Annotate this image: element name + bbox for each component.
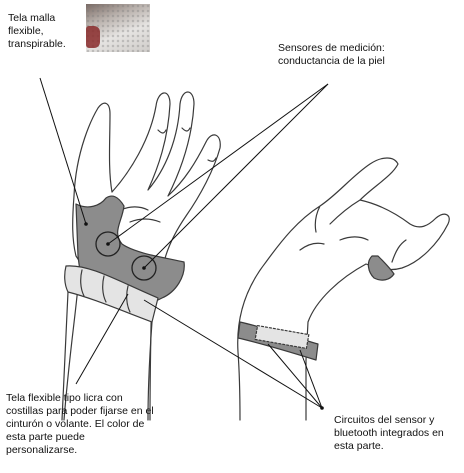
label-sensors-line-2: conductancia de la piel	[278, 55, 385, 68]
leader-dot-circuit	[320, 406, 324, 410]
label-band-line-5: personalizarse.	[6, 444, 154, 457]
label-mesh-line-1: Tela malla	[8, 12, 66, 25]
label-band: Tela flexible tipo licra con costillas p…	[6, 392, 154, 457]
label-band-line-3: cinturón o volante. El color de	[6, 418, 154, 431]
left-hand-creases	[120, 128, 216, 222]
label-circuits-line-3: esta parte.	[334, 440, 444, 453]
label-band-line-2: costillas para poder fijarse en el	[6, 405, 154, 418]
leader-band	[76, 294, 128, 384]
leader-dot-mesh	[84, 222, 88, 226]
label-sensors-line-1: Sensores de medición:	[278, 42, 385, 55]
label-band-line-1: Tela flexible tipo licra con	[6, 392, 154, 405]
right-hand-details	[300, 237, 406, 262]
leader-sensor-2	[144, 84, 328, 268]
label-band-line-4: esta parte puede	[6, 431, 154, 444]
label-mesh: Tela malla flexible, transpirable.	[8, 12, 66, 51]
leader-dot-sensor-2	[142, 266, 146, 270]
leader-dot-sensor-1	[106, 242, 110, 246]
label-circuits-line-1: Circuitos del sensor y	[334, 414, 444, 427]
leader-sensor-1	[108, 84, 328, 244]
right-hand-outline	[238, 158, 450, 420]
right-fingertip-sensor	[368, 256, 394, 280]
mesh-fabric-photo	[86, 4, 150, 52]
leader-mesh	[40, 78, 86, 224]
label-circuits-line-2: bluetooth integrados en	[334, 427, 444, 440]
label-circuits: Circuitos del sensor y bluetooth integra…	[334, 414, 444, 453]
label-mesh-line-2: flexible,	[8, 25, 66, 38]
label-sensors: Sensores de medición: conductancia de la…	[278, 42, 385, 68]
label-mesh-line-3: transpirable.	[8, 38, 66, 51]
